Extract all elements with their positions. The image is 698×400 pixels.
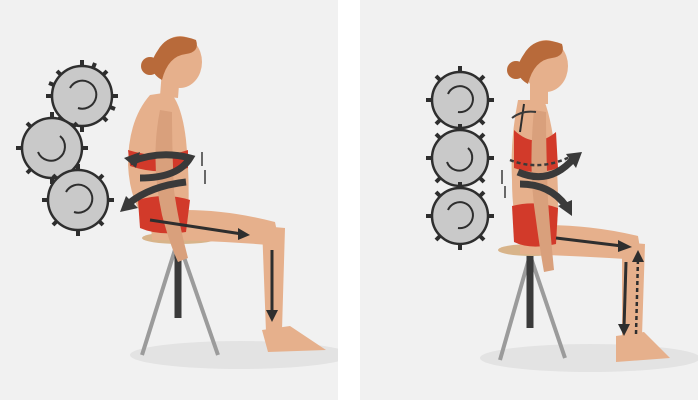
right-photo-panel <box>360 0 698 400</box>
straight-arrow-icon <box>624 262 626 328</box>
upright-posture-illustration <box>360 0 698 400</box>
hair-bun <box>507 61 525 79</box>
gear-icon <box>426 182 494 250</box>
left-photo-panel <box>0 0 338 400</box>
slumped-posture-illustration <box>0 0 338 400</box>
panel-divider <box>338 0 360 400</box>
hair-bun <box>141 57 159 75</box>
gear-icon <box>426 66 494 134</box>
gear-icon <box>426 124 494 192</box>
